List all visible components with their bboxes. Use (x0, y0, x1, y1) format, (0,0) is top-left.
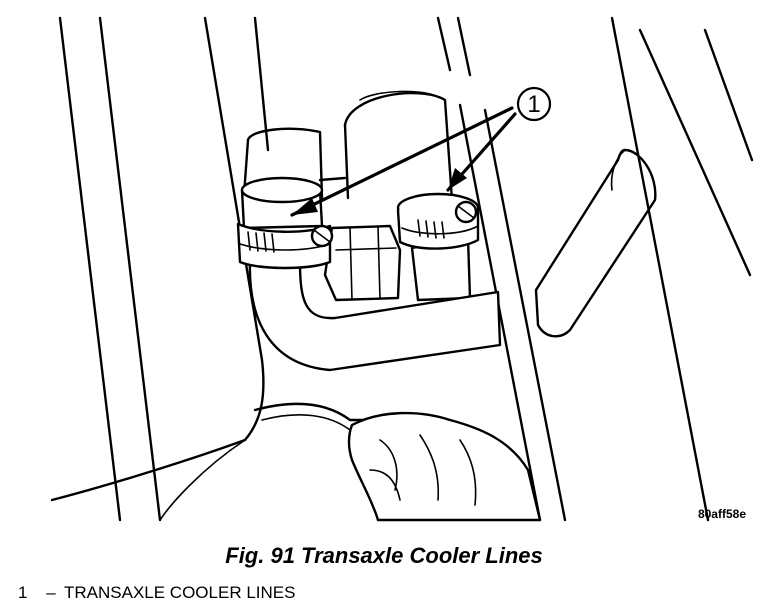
left-body-panel (50, 16, 270, 522)
right-clamp-slots (417, 219, 445, 239)
legend-text: TRANSAXLE COOLER LINES (64, 583, 296, 602)
lower-bracket (253, 402, 372, 431)
legend-number: 1 (18, 583, 28, 602)
callout-arrows (290, 106, 517, 217)
legend-item: 1–TRANSAXLE COOLER LINES (18, 583, 295, 603)
transmission-housing (242, 90, 454, 202)
arrow-head-left (292, 198, 318, 215)
bracket-slot (534, 148, 657, 338)
right-cooler-line (396, 192, 480, 302)
left-cooler-line (236, 176, 502, 372)
legend: 1–TRANSAXLE COOLER LINES (18, 583, 295, 603)
shop-rag (347, 411, 542, 522)
callout-number: 1 (527, 91, 540, 118)
arrow-head-right (448, 168, 467, 190)
left-clamp-slots (247, 231, 275, 253)
cooler-lines-illustration: 1 80aff58e (50, 16, 754, 522)
callout-1: 1 (516, 86, 552, 122)
legend-separator: – (46, 583, 56, 602)
right-frame-rails (436, 16, 754, 522)
figure-id: 80aff58e (698, 507, 746, 521)
center-fitting (323, 224, 402, 302)
figure-caption: Fig. 91 Transaxle Cooler Lines (225, 543, 543, 568)
callout-circle (516, 86, 552, 122)
